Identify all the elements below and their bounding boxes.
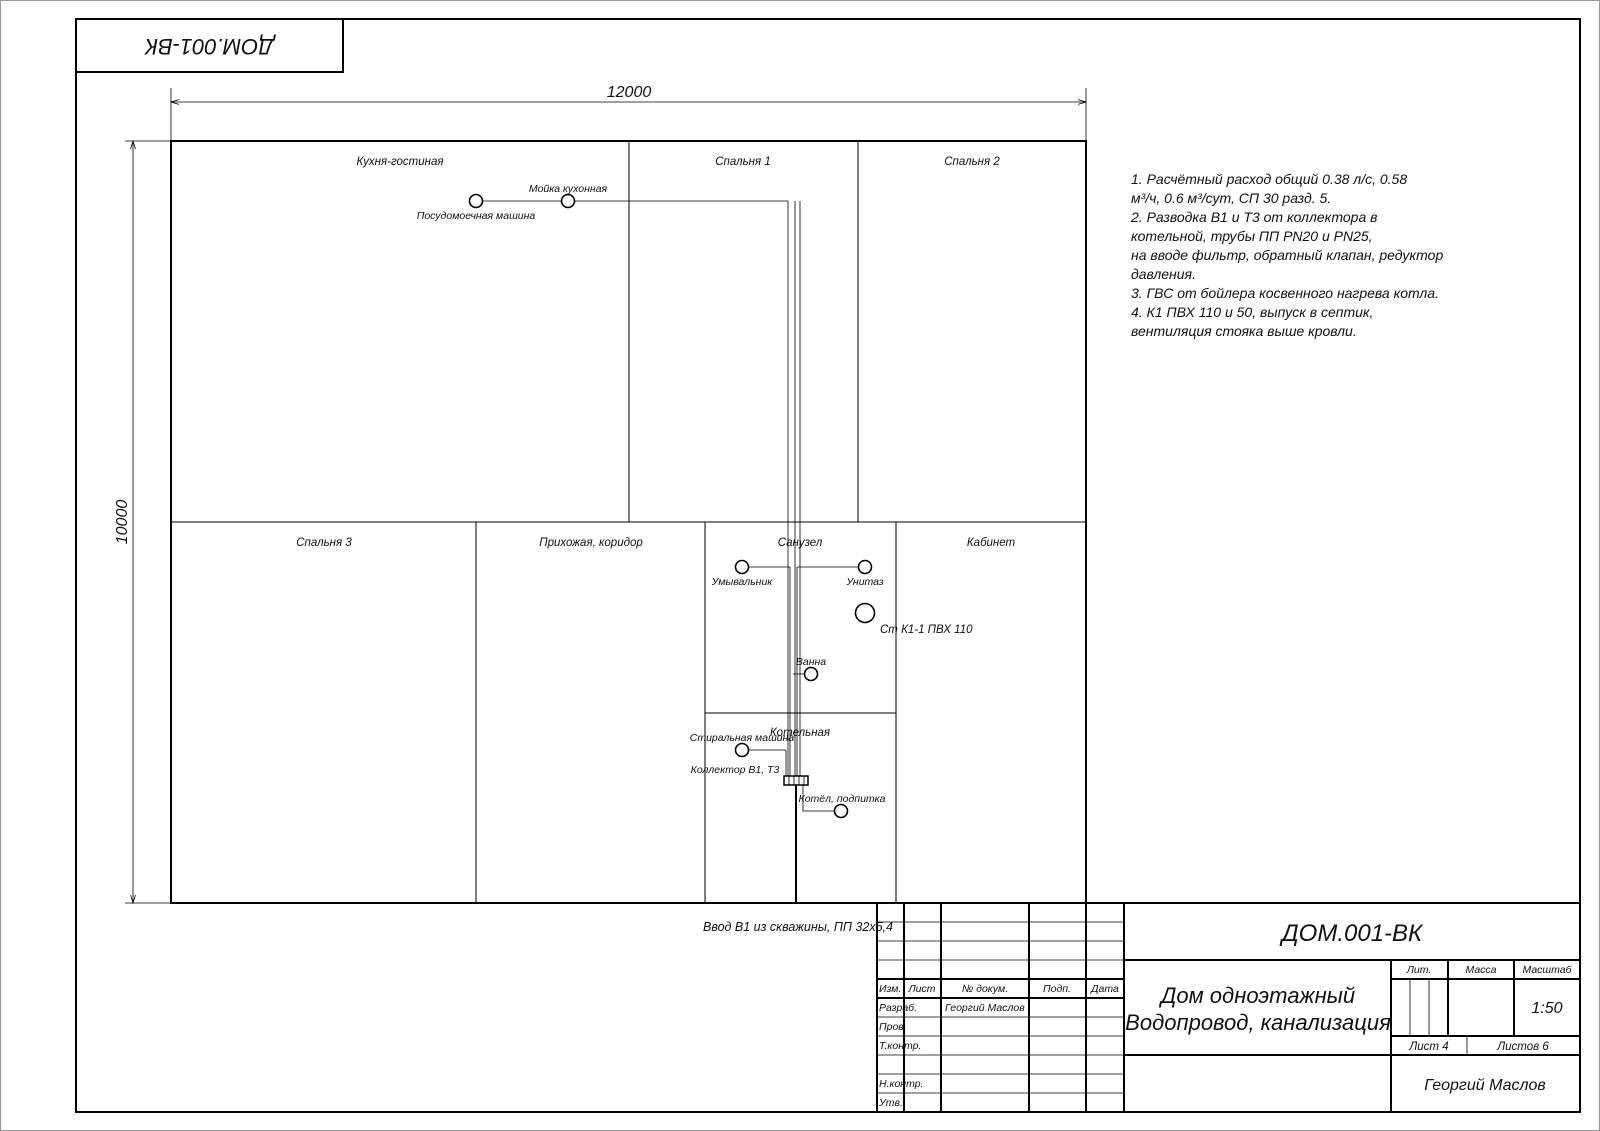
scale-value: 1:50 [1531,1000,1562,1017]
title-line-2: Водопровод, канализация [1125,1010,1391,1035]
floor-plan [170,140,1087,904]
room-label-kitchen: Кухня-гостиная [357,156,444,168]
col-list-header: Лист [907,983,935,995]
title-block [876,902,1581,1113]
dimension-height: 10000 [114,141,171,903]
dishwasher-symbol [468,193,484,209]
note-line: вентиляция стояка выше кровли. [1131,323,1357,339]
pipe-boiler-branch [802,785,841,812]
row-nkontr-label: Н.контр. [879,1078,923,1090]
inlet-label: Ввод В1 из скважины, ПП 32х5,4 [703,920,893,934]
scale-header: Масштаб [1522,964,1572,976]
pipe-network [476,200,865,903]
general-notes: 1. Расчётный расход общий 0.38 л/с, 0.58… [1130,171,1443,339]
toilet-symbol [857,559,873,575]
sheet-number: Лист 4 [1408,1041,1448,1053]
rotated-code-text: ДОМ.001-ВК [144,34,277,59]
toilet-label: Унитаз [845,576,883,588]
note-line: 1. Расчётный расход общий 0.38 л/с, 0.58 [1131,171,1407,187]
row-tkontr-label: Т.контр. [879,1040,921,1052]
dimension-height-label: 10000 [114,500,131,545]
washing-machine-label: Стиральная машина [690,732,795,744]
dishwasher-label: Посудомоечная машина [417,210,536,222]
dimension-width: 12000 [171,84,1086,140]
room-label-bedroom2: Спальня 2 [944,156,1000,168]
room-label-bedroom1: Спальня 1 [715,156,771,168]
col-izm-header: Изм. [879,983,901,995]
title-block-frame [876,902,1581,1113]
washing-machine-symbol [734,742,750,758]
riser-label: Ст К1-1 ПВХ 110 [880,624,973,636]
room-label-office: Кабинет [967,537,1016,549]
row-razrab-label: Разраб. [879,1002,917,1014]
title-block-code: ДОМ.001-ВК [1279,920,1424,947]
room-label-hallway: Прихожая, коридор [539,537,643,549]
collector-ports [788,776,805,785]
kitchen-sink-label: Мойка кухонная [529,183,608,195]
dimension-width-label: 12000 [607,84,652,101]
mass-header: Масса [1465,964,1496,976]
boiler-makeup-label: Котёл, подпитка [799,793,886,805]
riser-symbol [854,602,876,624]
organization-name: Георгий Маслов [1424,1077,1546,1094]
note-line: 3. ГВС от бойлера косвенного нагрева кот… [1131,285,1439,301]
note-line: давления. [1131,266,1196,282]
collector-symbol [783,775,809,786]
row-prov-label: Пров. [879,1021,907,1033]
row-utv-label: Утв. [878,1097,903,1109]
collector-label: Коллектор В1, Т3 [691,764,780,776]
room-label-bedroom3: Спальня 3 [296,537,352,549]
drawing-frame [75,18,1581,1113]
fixtures [468,193,876,819]
washbasin-symbol [734,559,750,575]
razrab-name: Георгий Маслов [945,1002,1025,1014]
note-line: на вводе фильтр, обратный клапан, редукт… [1131,247,1443,263]
col-doc-header: № докум. [962,983,1008,995]
note-line: 2. Разводка В1 и Т3 от коллектора в [1130,209,1377,225]
bathtub-symbol [803,666,819,682]
bathtub-label: Ванна [796,656,826,668]
col-sign-header: Подп. [1043,983,1071,995]
kitchen-sink-symbol [560,193,576,209]
note-line: котельной, трубы ПП PN20 и PN25, [1131,228,1373,244]
title-line-1: Дом одноэтажный [1158,983,1355,1008]
note-line: м³/ч, 0.6 м³/сут, СП 30 разд. 5. [1131,190,1331,206]
note-line: 4. К1 ПВХ 110 и 50, выпуск в септик, [1131,304,1373,320]
rotated-code-box: ДОМ.001-ВК [75,18,344,73]
lit-header: Лит. [1406,964,1432,976]
washbasin-label: Умывальник [711,576,774,588]
sheets-total: Листов 6 [1496,1041,1549,1053]
boiler-makeup-symbol [833,803,849,819]
col-date-header: Дата [1090,983,1119,995]
